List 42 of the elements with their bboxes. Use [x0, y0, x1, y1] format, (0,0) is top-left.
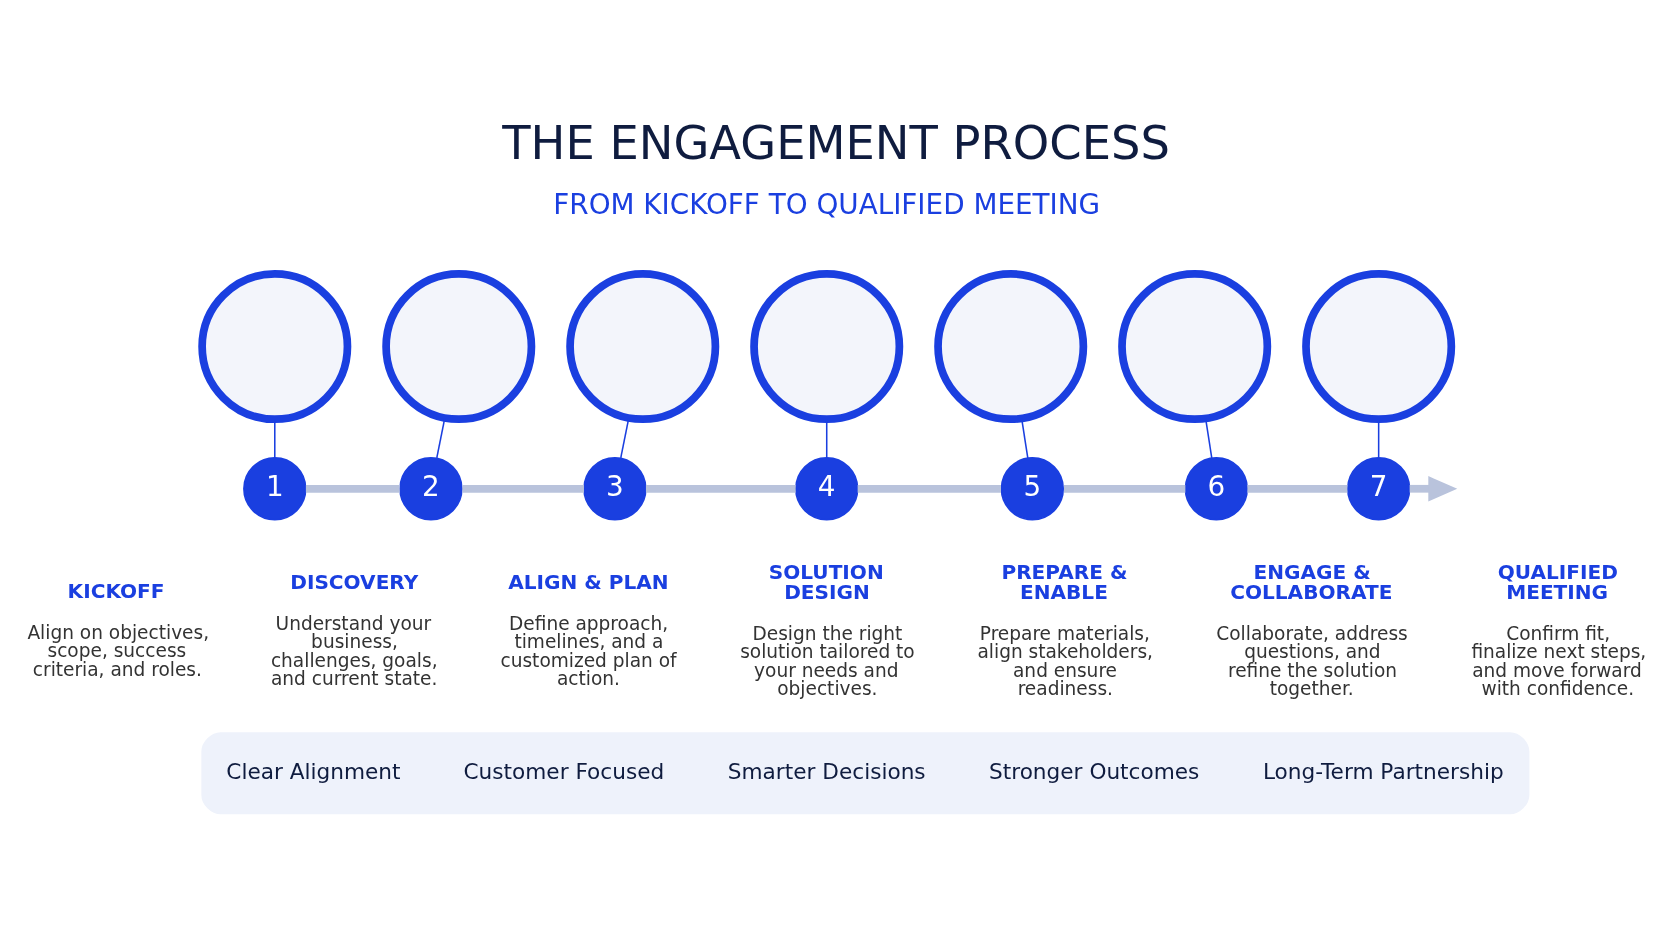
label: FROM KICKOFF TO QUALIFIED MEETING	[553, 187, 1101, 221]
node-circle	[382, 269, 536, 423]
node-text: Long-Term Partnership	[1262, 758, 1504, 784]
node-label: ALIGN & PLAN	[508, 569, 669, 594]
connector	[857, 484, 1001, 493]
node-label: DISCOVERY	[290, 569, 419, 594]
arrow	[1409, 475, 1458, 501]
node-circle	[566, 269, 720, 423]
node-text: Customer Focused	[463, 758, 665, 784]
node-label: Prepare materials, align stakeholders, and ensure readiness.	[977, 622, 1153, 699]
node-text: Smarter Decisions	[727, 758, 926, 784]
node-label: Understand your business, challenges, goals, and current state.	[270, 612, 438, 689]
node-circle: 7	[1346, 456, 1411, 520]
node-circle: 6	[1184, 456, 1249, 520]
node-label: Confirm fit, finalize next steps, and move forward with confidence.	[1471, 622, 1647, 699]
connector	[462, 484, 584, 493]
node-circle: 3	[583, 456, 647, 520]
node-label: ENGAGE & COLLABORATE	[1230, 559, 1393, 604]
node-label: PREPARE & ENABLE	[1001, 559, 1128, 604]
node-label: KICKOFF	[67, 578, 165, 603]
node-label: QUALIFIED MEETING	[1497, 559, 1618, 604]
connector	[645, 484, 796, 493]
node-circle	[934, 269, 1088, 423]
node-label: SOLUTION DESIGN	[768, 559, 884, 604]
node-text: Stronger Outcomes	[989, 758, 1200, 784]
node-circle	[1118, 269, 1272, 423]
connector	[305, 484, 400, 493]
node-circle: 2	[399, 456, 463, 520]
node-circle	[750, 269, 904, 423]
diagram-title: THE ENGAGEMENT PROCESS	[502, 115, 1170, 170]
node-label: Define approach, timelines, and a customized plan of action.	[500, 612, 677, 689]
node-label: Align on objectives, scope, success criteria, and roles.	[27, 621, 210, 680]
node-circle: 5	[1000, 456, 1065, 520]
node-circle	[1302, 269, 1456, 423]
connector	[1247, 484, 1348, 493]
node-label: Collaborate, address questions, and refine the solution together.	[1216, 622, 1408, 699]
node-label: Design the right solution tailored to your needs and objectives.	[740, 622, 915, 699]
node-circle: 1	[243, 456, 307, 520]
connector	[1063, 484, 1186, 493]
node-circle	[198, 269, 352, 423]
node-text: Clear Alignment	[226, 758, 401, 784]
node-circle: 4	[795, 456, 859, 520]
